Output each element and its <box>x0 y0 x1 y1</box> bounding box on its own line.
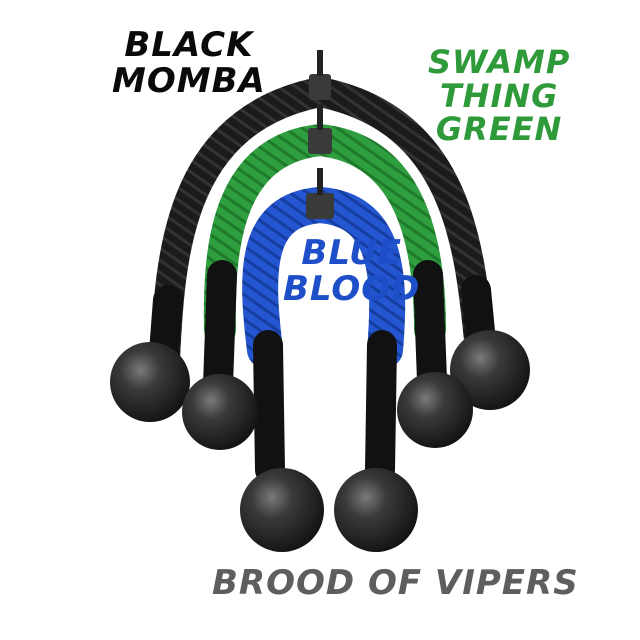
blue-blood-label-line-2: BLOOD <box>283 268 421 309</box>
blue-blood-label-line-1: BLUE <box>301 233 402 273</box>
swamp-thing-green-label: SWAMP THING GREEN <box>428 43 571 149</box>
black-momba-right-ball <box>450 330 530 410</box>
blue-blood-left-ball <box>240 468 324 552</box>
black-momba-label-line-2: MOMBA <box>112 60 266 101</box>
black-momba-label-line-1: BLACK <box>124 25 254 65</box>
blue-blood-right-ball <box>334 468 418 552</box>
swamp-thing-green-label-line-1: SWAMP <box>428 43 571 81</box>
swamp-green-right-ball <box>397 372 473 448</box>
black-momba-anchor <box>309 50 331 100</box>
brand-caption: BROOD OF VIPERS <box>212 563 579 603</box>
black-momba-label: BLACK MOMBA <box>112 25 266 101</box>
swamp-thing-green-anchor <box>308 104 332 154</box>
swamp-thing-green-label-line-3: GREEN <box>435 110 563 149</box>
blue-blood-anchor <box>306 168 334 219</box>
black-momba-left-ball <box>110 342 190 422</box>
swamp-green-left-ball <box>182 374 258 450</box>
blue-blood-label: BLUE BLOOD <box>283 233 421 309</box>
swamp-thing-green-label-line-2: THING <box>439 76 559 115</box>
